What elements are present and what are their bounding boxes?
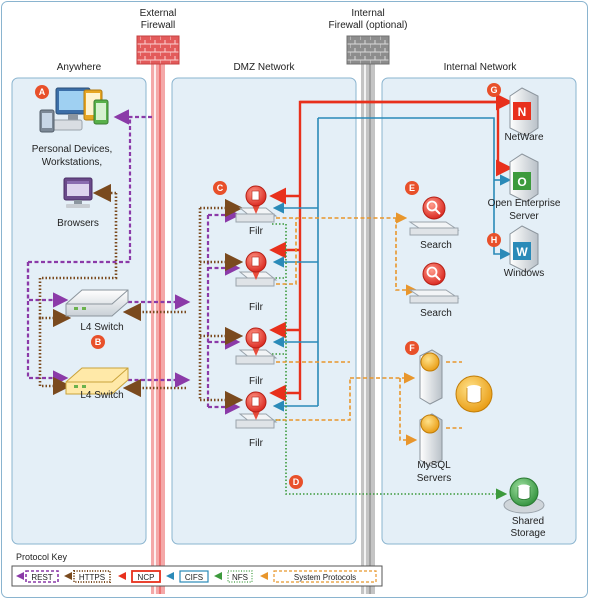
external-firewall-label-line2: Firewall: [141, 20, 175, 31]
svg-text:H: H: [491, 235, 498, 245]
badge-c: C: [213, 181, 227, 195]
legend-system-protocols: System Protocols: [260, 570, 377, 583]
badge-b: B: [91, 335, 105, 349]
cifs-connections: [272, 117, 512, 412]
search-1-label: Search: [420, 240, 452, 251]
svg-text:D: D: [293, 477, 300, 487]
legend-https-label: HTTPS: [79, 573, 105, 582]
browsers-label: Browsers: [57, 218, 99, 229]
personal-devices-label-line1: Personal Devices,: [32, 144, 113, 155]
badge-h: H: [487, 233, 501, 247]
badge-e: E: [405, 181, 419, 195]
windows-server: W: [509, 225, 539, 273]
internal-firewall-pipe: [361, 62, 375, 594]
browser-icon: [63, 177, 93, 208]
mysql-server-1: [419, 349, 443, 405]
l4-switch-1-label: L4 Switch: [80, 322, 123, 333]
ncp-connections: [269, 93, 513, 402]
zone-dmz-label: DMZ Network: [233, 62, 295, 73]
mysql-label-line1: MySQL: [417, 460, 451, 471]
oes-logo-icon: [513, 172, 531, 190]
search-icon: [426, 200, 438, 212]
svg-text:W: W: [516, 245, 528, 259]
oes-server: O: [509, 153, 539, 203]
svg-text:F: F: [409, 343, 415, 353]
filr-1-label: Filr: [249, 226, 264, 237]
mysql-cluster-icon: [455, 375, 493, 413]
search-2-label: Search: [420, 308, 452, 319]
legend-nfs: NFS: [214, 570, 253, 583]
database-icon: [420, 352, 440, 372]
svg-text:E: E: [409, 183, 415, 193]
legend-rest: REST: [16, 570, 59, 583]
badge-a: A: [35, 85, 49, 99]
filr-4-label: Filr: [249, 438, 264, 449]
filr-server-4: [235, 391, 278, 429]
brick-wall-icon: [136, 35, 180, 65]
legend-system-protocols-label: System Protocols: [294, 573, 356, 582]
legend-https: HTTPS: [64, 570, 111, 583]
search-server-1: [408, 196, 460, 236]
legend-cifs: CIFS: [166, 570, 209, 583]
windows-label: Windows: [504, 268, 545, 279]
l4-switch-2-label: L4 Switch: [80, 390, 123, 401]
mysql-label-line2: Servers: [417, 473, 451, 484]
svg-text:B: B: [95, 337, 102, 347]
filr-2-label: Filr: [249, 302, 264, 313]
legend-ncp: NCP: [118, 570, 161, 583]
svg-text:G: G: [490, 85, 497, 95]
external-firewall-label-line1: External: [140, 8, 177, 19]
windows-logo-icon: [513, 242, 531, 260]
legend-cifs-label: CIFS: [185, 573, 203, 582]
svg-text:C: C: [217, 183, 224, 193]
personal-devices-icon: [39, 87, 109, 133]
filr-server-1: [235, 185, 278, 223]
system-protocol-connections: [276, 212, 462, 446]
netware-label: NetWare: [504, 132, 544, 143]
personal-devices-label-line2: Workstations,: [42, 157, 102, 168]
internal-firewall-label-line2: Firewall (optional): [329, 20, 408, 31]
netware-server: N: [509, 87, 539, 137]
badge-f: F: [405, 341, 419, 355]
shared-storage-icon: [503, 477, 545, 514]
legend-nfs-label: NFS: [232, 573, 248, 582]
svg-text:A: A: [39, 87, 46, 97]
badge-g: G: [487, 83, 501, 97]
filr-3-label: Filr: [249, 376, 264, 387]
https-connections: [38, 183, 244, 410]
search-server-2: [408, 262, 460, 304]
legend-rest-label: REST: [31, 573, 52, 582]
netware-logo-icon: [513, 102, 531, 120]
svg-text:O: O: [517, 175, 526, 189]
search-icon: [426, 266, 438, 278]
l4-switch-icon: [65, 367, 129, 395]
mysql-server-2: [419, 413, 443, 467]
external-firewall-pipe: [151, 62, 165, 594]
zone-internal: [381, 77, 577, 545]
svg-text:N: N: [518, 105, 527, 119]
zone-anywhere-label: Anywhere: [57, 62, 102, 73]
oes-label-line1: Open Enterprise: [488, 198, 561, 209]
filr-server-3: [235, 327, 278, 365]
l4-switch-icon: [65, 289, 129, 317]
badge-d: D: [289, 475, 303, 489]
shared-storage-label-line1: Shared: [512, 516, 544, 527]
filr-server-2: [235, 251, 278, 287]
brick-wall-icon: [346, 35, 390, 65]
internal-firewall-label-line1: Internal: [351, 8, 384, 19]
zone-internal-label: Internal Network: [444, 62, 518, 73]
legend-ncp-label: NCP: [138, 573, 155, 582]
oes-label-line2: Server: [509, 211, 539, 222]
database-icon: [420, 414, 440, 434]
protocol-key-title: Protocol Key: [16, 552, 68, 562]
shared-storage-label-line2: Storage: [510, 528, 545, 539]
